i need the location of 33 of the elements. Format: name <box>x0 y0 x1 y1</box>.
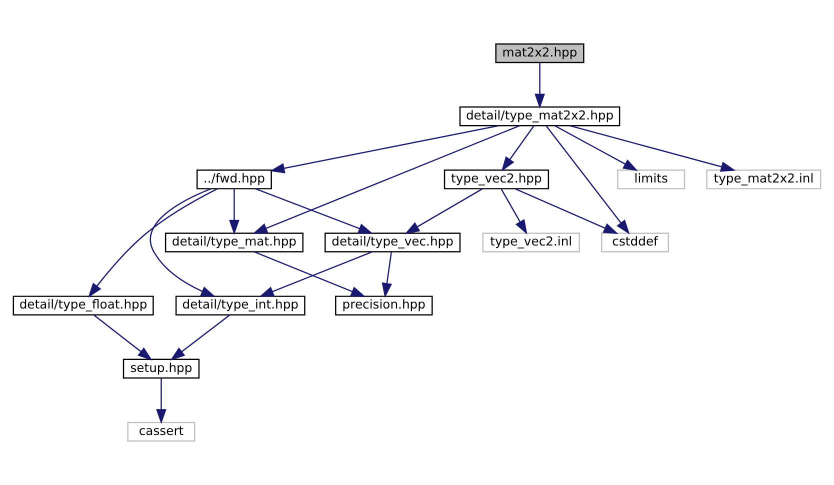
node-box: detail/type_mat2x2.hpp <box>459 106 620 126</box>
arrow <box>514 188 618 234</box>
node-box: precision.hpp <box>335 296 433 316</box>
arrow <box>501 126 534 172</box>
node-box: detail/type_float.hpp <box>12 296 154 316</box>
arrow <box>569 125 736 172</box>
arrow <box>554 125 638 172</box>
arrow <box>156 378 166 424</box>
arrow <box>170 314 230 361</box>
node-box: mat2x2.hpp <box>495 43 584 64</box>
node-box: detail/type_int.hpp <box>175 296 306 316</box>
arrow <box>546 125 630 234</box>
arrow <box>270 125 500 174</box>
node-box: cassert <box>127 422 196 442</box>
arrow <box>404 188 483 234</box>
arrow <box>500 188 528 235</box>
node-box: detail/type_vec.hpp <box>324 232 461 252</box>
node-box: type_vec2.inl <box>482 232 580 252</box>
arrow <box>534 62 545 109</box>
arrow <box>88 188 218 298</box>
arrow <box>229 189 240 235</box>
arrow <box>252 125 520 234</box>
arrow <box>93 314 152 361</box>
node-box: type_mat2x2.inl <box>706 170 822 190</box>
node-box: detail/type_mat.hpp <box>164 232 304 252</box>
node-box: setup.hpp <box>122 358 200 379</box>
node-box: ../fwd.hpp <box>196 170 272 190</box>
arrow <box>382 252 392 298</box>
arrow <box>255 188 374 234</box>
node-box: type_vec2.hpp <box>444 170 550 190</box>
arrow <box>150 188 216 298</box>
node-box: cstddef <box>601 232 670 252</box>
node-box: limits <box>617 170 686 190</box>
